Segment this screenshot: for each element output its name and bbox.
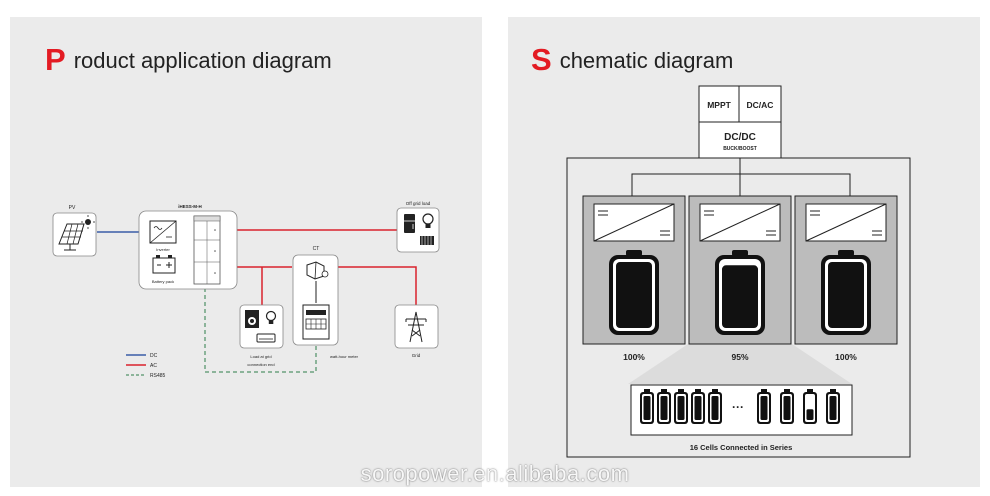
legend-rs485-label: RS485 xyxy=(150,373,166,379)
power-tower-icon xyxy=(405,311,427,343)
battery-module: 100% xyxy=(794,195,898,362)
fan-icon xyxy=(420,236,434,245)
cell-string: ··· xyxy=(640,389,840,424)
charge-level xyxy=(722,265,758,328)
grid-load-label-line2: connection end xyxy=(247,362,274,367)
cell-icon xyxy=(691,389,705,424)
battery-cabinet xyxy=(193,215,221,285)
ac-line-grid xyxy=(338,266,417,305)
battery-module: 95% xyxy=(688,195,792,362)
offgrid-load-label: Off grid load xyxy=(406,201,431,206)
battery-icon xyxy=(609,250,659,335)
mppt-box xyxy=(698,85,740,123)
washing-machine-icon xyxy=(245,310,259,328)
grid-box xyxy=(394,304,439,349)
title-text: roduct application diagram xyxy=(73,48,332,73)
battery-module: 100% xyxy=(582,195,686,362)
pv-label: PV xyxy=(69,205,76,211)
dcac-box xyxy=(738,85,782,123)
cell-icon xyxy=(757,389,771,424)
module-percent-label: 95% xyxy=(731,352,748,362)
highlight-beam xyxy=(628,344,852,384)
cell-icon xyxy=(674,389,688,424)
cell-icon xyxy=(657,389,671,424)
cell-icon xyxy=(640,389,654,424)
meter-icon xyxy=(302,304,330,340)
cell-icon xyxy=(708,389,722,424)
module-percent-label: 100% xyxy=(835,352,857,362)
rs485-line xyxy=(204,288,317,373)
cell-icon xyxy=(826,389,840,424)
cell-icon xyxy=(803,389,817,424)
meter-label: watt-hour meter xyxy=(330,354,359,359)
charge-level xyxy=(616,262,652,328)
battery-enclosure xyxy=(566,157,911,458)
legend-dc-label: DC xyxy=(150,353,158,359)
dcdc-label: DC/DC xyxy=(724,132,756,143)
cell-icon xyxy=(780,389,794,424)
ct-clamp-icon xyxy=(306,261,329,280)
dcac-label: DC/AC xyxy=(747,100,774,110)
inverter-label: Inverter xyxy=(156,247,170,252)
legend: DC AC RS485 xyxy=(126,353,166,379)
fridge-icon xyxy=(404,214,415,233)
system-label: iHESS-M-H xyxy=(178,204,202,209)
air-conditioner-icon xyxy=(256,333,276,343)
charge-level xyxy=(828,262,864,328)
battery-pack-label: Battery pack xyxy=(152,279,174,284)
solar-panel-icon xyxy=(58,223,85,251)
title-initial: P xyxy=(45,42,66,77)
cell-string-label: 16 Cells Connected in Series xyxy=(690,443,793,452)
battery-icon xyxy=(821,250,871,335)
grid-label: Grid xyxy=(412,353,421,358)
battery-modules: 100% 95% 100% xyxy=(582,195,898,362)
title-text: chematic diagram xyxy=(559,48,734,73)
lightbulb-icon xyxy=(265,310,277,324)
title-initial: S xyxy=(531,42,552,77)
legend-ac-label: AC xyxy=(150,363,157,369)
module-percent-label: 100% xyxy=(623,352,645,362)
mppt-label: MPPT xyxy=(707,100,731,110)
lightbulb-icon xyxy=(422,213,434,228)
grid-load-label-line1: Load at grid xyxy=(250,354,271,359)
sun-icon xyxy=(81,215,95,229)
watermark: soropower.en.alibaba.com xyxy=(360,461,630,486)
ct-label: CT xyxy=(313,246,320,252)
battery-icon xyxy=(715,250,765,335)
ellipsis: ··· xyxy=(732,400,744,414)
dcdc-sub-label: BUCK/BOOST xyxy=(723,146,757,152)
battery-icon xyxy=(152,255,176,274)
dcdc-box xyxy=(698,121,782,159)
